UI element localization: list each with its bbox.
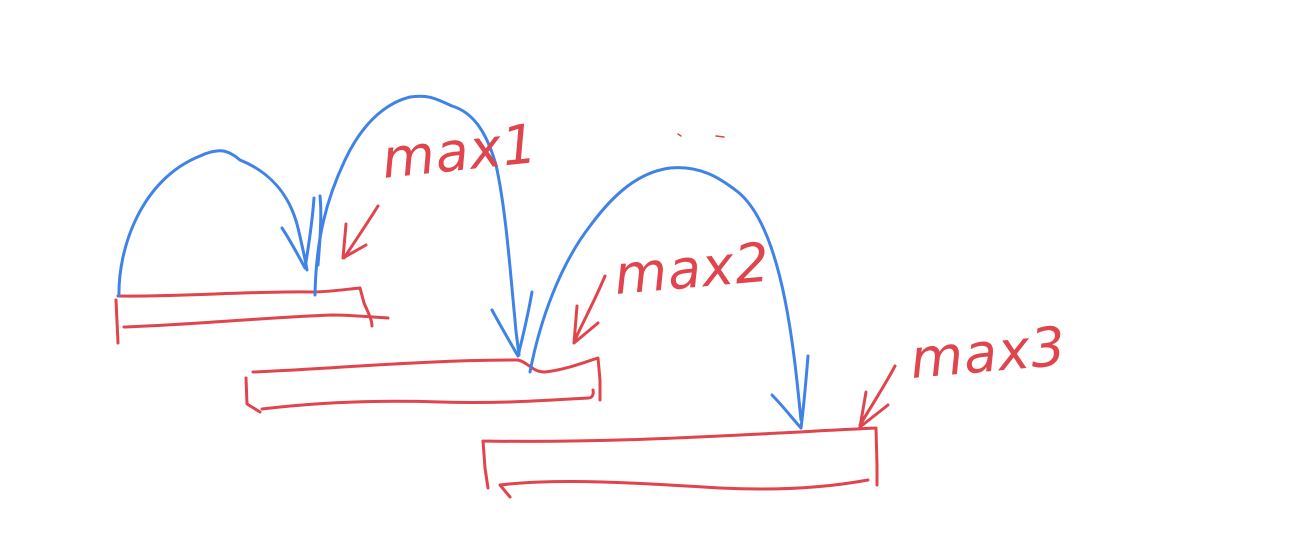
segment-bar-3	[481, 426, 879, 499]
segment-bar-2	[244, 356, 602, 414]
max-labels: max1 max2 max3	[379, 112, 1069, 391]
segment-bar-1	[114, 286, 390, 345]
diagonal-arrow-icon	[341, 204, 380, 260]
label-max2: max2	[612, 231, 773, 307]
segment-bars	[114, 286, 879, 499]
jump-arcs	[117, 94, 810, 430]
diagonal-arrow-icon	[858, 364, 897, 429]
jump-arc-1	[117, 149, 309, 298]
down-arrow-icon	[280, 196, 316, 270]
jump-arc-3	[528, 166, 803, 422]
stray-marks	[677, 133, 725, 138]
jump-arc-2	[313, 94, 521, 357]
label-max1: max1	[379, 112, 541, 191]
down-arrow-icon	[770, 354, 810, 430]
label-max3: max3	[908, 315, 1069, 391]
hook-stroke	[316, 194, 323, 267]
pointer-arrows	[341, 133, 897, 429]
down-arrow-icon	[490, 290, 534, 358]
diagonal-arrow-icon	[572, 274, 607, 345]
